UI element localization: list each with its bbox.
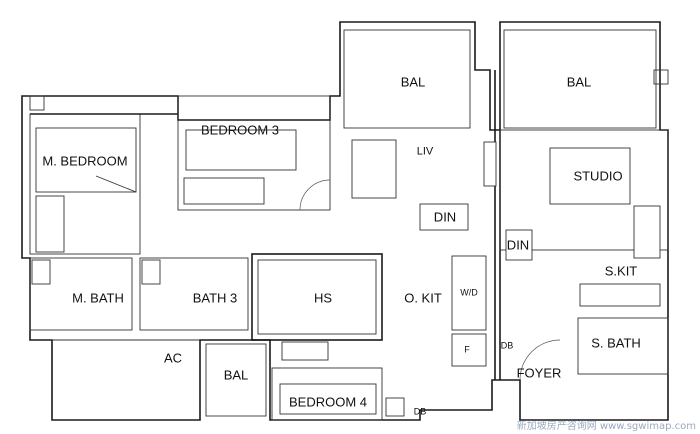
label-db-lower: DB bbox=[413, 406, 427, 417]
label-foyer: FOYER bbox=[516, 365, 562, 381]
bedroom4-outline bbox=[271, 367, 383, 421]
service-box bbox=[653, 69, 669, 85]
open-kitchen-counter bbox=[451, 255, 487, 331]
studio-wardrobe bbox=[633, 205, 661, 259]
label-bal-right: BAL bbox=[566, 74, 592, 90]
label-hs: HS bbox=[313, 290, 333, 306]
label-bedroom3: BEDROOM 3 bbox=[200, 122, 280, 138]
label-f: F bbox=[464, 344, 470, 355]
label-bal-left: BAL bbox=[400, 74, 426, 90]
s-kit-counter bbox=[579, 283, 661, 307]
label-s-kit: S.KIT bbox=[604, 263, 638, 279]
fridge bbox=[451, 333, 487, 367]
bedroom3-wardrobe bbox=[183, 177, 265, 205]
household-shelter-inner bbox=[257, 259, 377, 335]
bath3-outline bbox=[139, 257, 249, 331]
label-m-bedroom: M. BEDROOM bbox=[42, 153, 128, 169]
bedroom3-outline bbox=[177, 95, 331, 211]
service-box bbox=[385, 397, 405, 417]
m-bath-outline bbox=[29, 257, 133, 331]
label-din-right: DIN bbox=[506, 237, 530, 253]
studio-outline bbox=[499, 129, 669, 251]
dining-table-right bbox=[505, 229, 533, 261]
bed-fold bbox=[95, 175, 137, 193]
m-bath-shower bbox=[31, 259, 51, 285]
dining-table bbox=[419, 203, 469, 231]
label-bedroom4: BEDROOM 4 bbox=[288, 394, 368, 410]
label-db-upper: DB bbox=[500, 340, 514, 351]
s-bath-outline bbox=[577, 317, 669, 375]
balcony-right-outline bbox=[503, 29, 657, 129]
label-studio: STUDIO bbox=[573, 168, 623, 184]
master-wardrobe bbox=[35, 195, 65, 253]
label-m-bath: M. BATH bbox=[72, 290, 124, 306]
master-bed bbox=[35, 127, 137, 193]
living-sofa bbox=[351, 139, 397, 199]
door-swing bbox=[299, 179, 331, 211]
outer-wall bbox=[21, 21, 669, 421]
label-ac: AC bbox=[163, 350, 183, 366]
bedroom4-wardrobe bbox=[281, 341, 329, 361]
household-shelter-outer bbox=[251, 253, 383, 341]
bal-bottom-outline bbox=[205, 343, 267, 417]
bedroom3-bed bbox=[185, 129, 297, 171]
bath3-shower bbox=[141, 259, 161, 285]
label-bal-bottom: BAL bbox=[223, 367, 249, 383]
label-o-kit: O. KIT bbox=[404, 290, 442, 306]
label-s-bath: S. BATH bbox=[591, 335, 641, 351]
service-box bbox=[29, 95, 45, 111]
watermark: 新加坡房产咨询网 www.sgwimap.com bbox=[516, 421, 696, 432]
balcony-left-outline bbox=[343, 29, 471, 129]
label-wd: W/D bbox=[460, 287, 478, 298]
tv-console bbox=[483, 141, 497, 187]
label-liv: LIV bbox=[416, 145, 434, 158]
label-bath3: BATH 3 bbox=[192, 290, 238, 306]
studio-bed bbox=[549, 147, 631, 205]
label-din-center: DIN bbox=[433, 209, 457, 225]
bedroom4-bed bbox=[279, 383, 377, 415]
door-swing bbox=[519, 339, 561, 381]
